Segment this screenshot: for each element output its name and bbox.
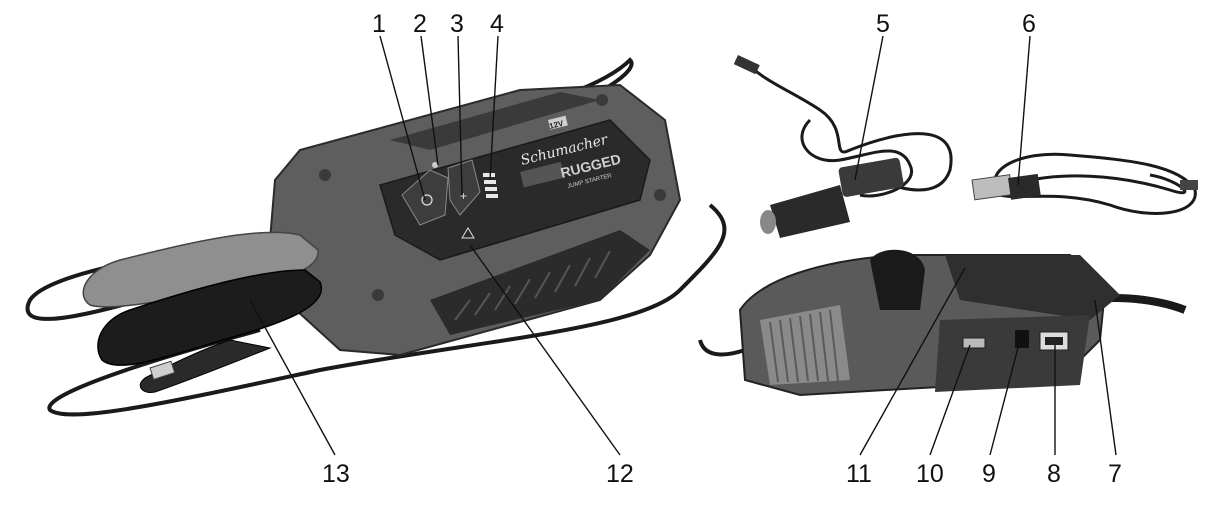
leader-9	[989, 339, 1021, 456]
side-clamp-hook	[870, 249, 925, 310]
power-icon	[421, 194, 433, 206]
micro-usb-port	[962, 337, 986, 349]
usb-cable-coil-2	[1009, 173, 1187, 195]
screw-icon	[319, 169, 331, 181]
negative-clamp	[97, 269, 323, 366]
micro-usb-connector	[1180, 180, 1198, 190]
grip-ridges	[454, 250, 611, 321]
negative-clamp-jaw	[139, 339, 272, 394]
bottom-grip	[430, 230, 650, 335]
screw-icon	[596, 94, 608, 106]
cigarette-plug	[770, 185, 850, 238]
front-panel	[379, 119, 651, 261]
clamp-spring	[149, 360, 176, 381]
leader-13	[249, 299, 336, 456]
callout-leaders	[249, 35, 1117, 456]
usb-cable-accessory	[971, 152, 1198, 215]
callout-13: 13	[322, 460, 350, 488]
boost-icon: +	[460, 189, 467, 203]
callout-6: 6	[1022, 10, 1036, 38]
model-plate	[519, 161, 565, 188]
leader-1	[379, 35, 426, 201]
callout-12: 12	[606, 460, 634, 488]
callout-7: 7	[1108, 460, 1122, 488]
car-charger-cable	[743, 59, 953, 192]
leader-3	[457, 35, 463, 196]
dc-output-port	[1015, 330, 1029, 348]
callout-2: 2	[413, 10, 427, 38]
charge-level-leds	[483, 173, 498, 198]
callout-1: 1	[372, 10, 386, 38]
status-indicator	[432, 162, 438, 168]
unit-side-view	[698, 249, 1187, 397]
barrel-plug	[733, 54, 760, 75]
callout-11: 11	[846, 460, 872, 488]
side-top-cover	[945, 255, 1120, 320]
car-charger-accessory	[733, 54, 953, 238]
leader-11	[859, 267, 966, 456]
leader-12	[469, 244, 621, 456]
car-charger-cable-coil	[800, 118, 914, 198]
leader-2	[420, 35, 439, 166]
screw-icon	[654, 189, 666, 201]
voltage-badge-bg	[548, 115, 568, 130]
side-vent-lines	[769, 309, 839, 383]
side-port-panel	[935, 315, 1090, 392]
usb-output-port-inner	[1045, 337, 1063, 345]
callout-10: 10	[916, 460, 944, 488]
warning-icon	[461, 227, 475, 239]
leader-6	[1017, 35, 1031, 186]
callout-8: 8	[1047, 460, 1061, 488]
inline-module	[838, 157, 904, 197]
side-vent-ridges	[760, 305, 850, 385]
leader-7	[1094, 299, 1117, 456]
callout-labels: 1 2 3 4 5 6 7 8 9 10 11 12 13	[322, 10, 1122, 488]
leader-5	[854, 35, 884, 181]
screw-icon	[372, 289, 384, 301]
usb-connector-body	[1007, 173, 1041, 200]
boost-button[interactable]	[447, 159, 481, 216]
callout-5: 5	[876, 10, 890, 38]
side-cable-left	[698, 339, 746, 357]
callout-9: 9	[982, 460, 996, 488]
callout-4: 4	[490, 10, 504, 38]
cigarette-plug-tip	[760, 210, 776, 234]
leader-4	[489, 35, 499, 181]
jump-starter-unit: + Schumacher RUGGED JUMP STARTER 12V	[25, 57, 727, 417]
top-vent	[390, 92, 600, 150]
voltage-badge: 12V	[548, 119, 565, 131]
leader-10	[929, 344, 971, 456]
callout-3: 3	[450, 10, 464, 38]
main-cable-lower	[47, 203, 727, 417]
